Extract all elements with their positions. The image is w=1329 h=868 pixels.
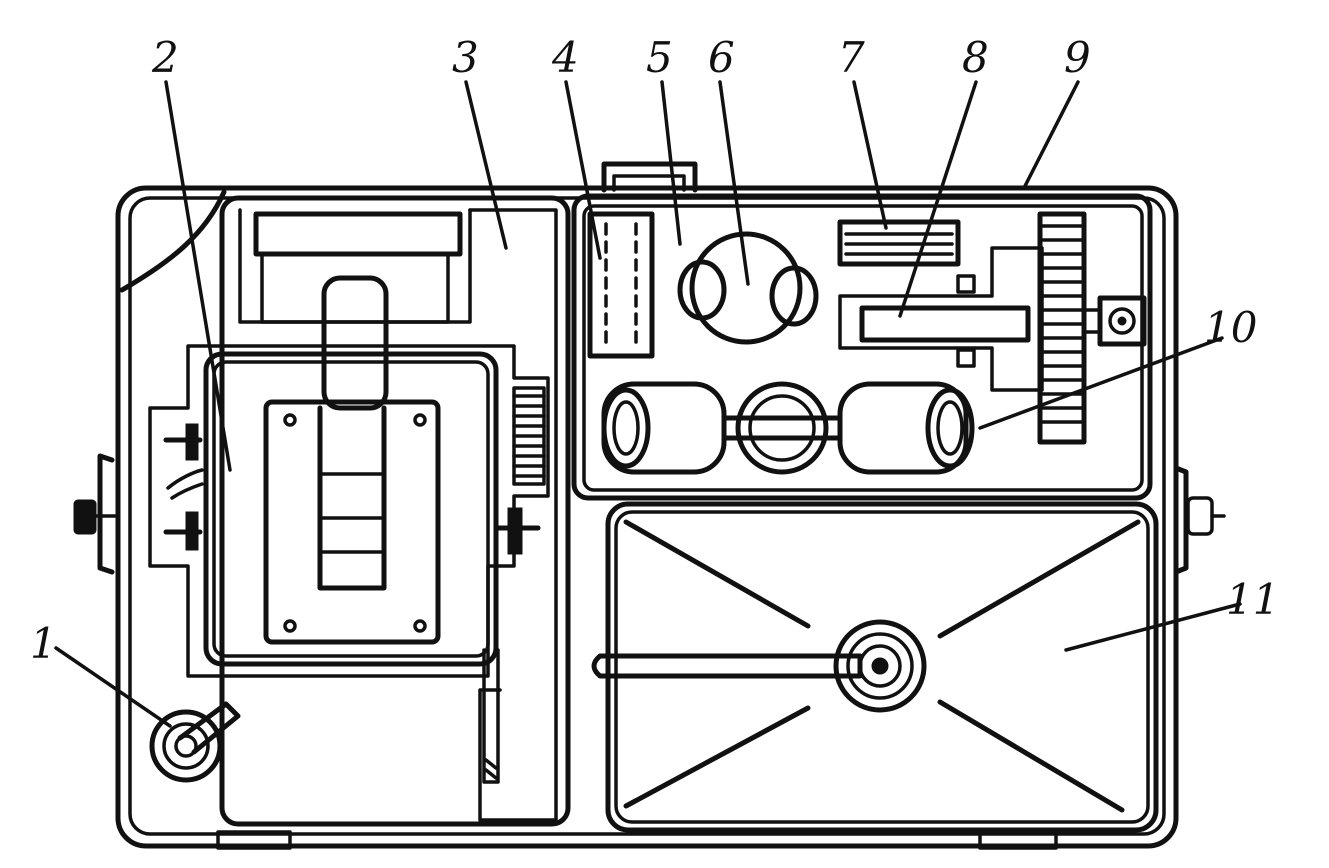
callout-11: 11 xyxy=(1226,575,1279,624)
top-right-compartment xyxy=(571,193,1153,501)
bottom-right-compartment xyxy=(591,501,1159,833)
callout-4: 4 xyxy=(551,33,579,82)
callout-9: 9 xyxy=(1064,33,1091,82)
callout-labels: 1 2 3 4 5 6 7 8 9 10 11 xyxy=(30,33,1279,668)
callout-5: 5 xyxy=(646,33,673,82)
callout-1: 1 xyxy=(30,619,57,668)
callout-10: 10 xyxy=(1204,303,1257,352)
callout-7: 7 xyxy=(838,33,865,82)
side-bolt-right xyxy=(1173,465,1226,575)
callout-3: 3 xyxy=(452,33,479,82)
callout-6: 6 xyxy=(708,33,735,82)
left-compartment xyxy=(148,195,571,827)
callout-8: 8 xyxy=(962,33,989,82)
callout-2: 2 xyxy=(151,33,179,82)
side-latch-left xyxy=(73,453,120,575)
leader-lines xyxy=(54,80,1242,728)
